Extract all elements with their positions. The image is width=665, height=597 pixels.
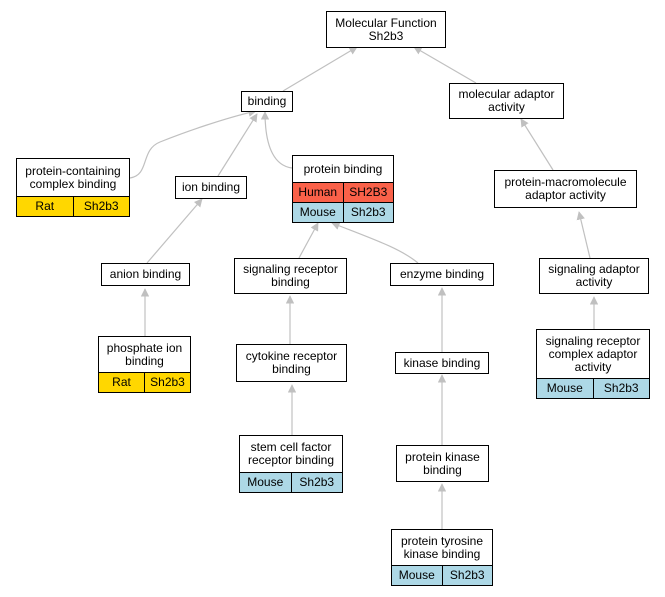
node-label: protein kinase binding	[405, 449, 480, 477]
edge-binding-to-mf	[282, 46, 358, 92]
node-kinase-binding[interactable]: kinase binding	[395, 352, 489, 374]
node-label: kinase binding	[403, 355, 481, 370]
gene-cell: Sh2b3	[441, 566, 492, 585]
node-signaling-receptor-complex-adaptor-activity[interactable]: signaling receptor complex adaptor activ…	[536, 329, 650, 399]
node-label: binding	[247, 94, 287, 108]
edge-pmad-to-mad	[520, 118, 554, 171]
node-label: Molecular Function Sh2b3	[335, 15, 437, 43]
edge-pcb-to-binding	[129, 108, 257, 179]
node-label: protein binding	[303, 161, 383, 176]
species-cell: Rat	[17, 197, 73, 216]
node-anion-binding[interactable]: anion binding	[101, 263, 190, 286]
gene-cell: Sh2b3	[72, 197, 129, 216]
node-stem-cell-factor-receptor-binding[interactable]: stem cell factor receptor binding Mouse …	[239, 435, 343, 493]
node-protein-binding[interactable]: protein binding Human SH2B3 Mouse Sh2b3	[292, 155, 394, 223]
gene-cell: Sh2b3	[342, 203, 393, 222]
node-cytokine-receptor-binding[interactable]: cytokine receptor binding	[236, 344, 347, 382]
annotation-row: Rat Sh2b3	[99, 372, 190, 392]
annotation-row: Rat Sh2b3	[17, 196, 129, 216]
node-ion-binding[interactable]: ion binding	[175, 176, 247, 199]
edge-mad-to-mf	[413, 46, 477, 84]
node-label: ion binding	[181, 180, 241, 194]
gene-cell: Sh2b3	[144, 373, 190, 392]
node-molecular-adaptor-activity[interactable]: molecular adaptor activity	[449, 83, 564, 119]
node-protein-macromolecule-adaptor-activity[interactable]: protein-macromolecule adaptor activity	[494, 170, 637, 208]
edge-sad-to-pmad	[576, 211, 591, 259]
node-label: anion binding	[109, 267, 182, 281]
gene-cell: SH2B3	[342, 183, 393, 202]
node-label: protein-macromolecule adaptor activity	[504, 175, 627, 202]
node-label: signaling receptor complex adaptor activ…	[545, 333, 641, 374]
species-cell: Mouse	[240, 473, 291, 492]
edge-anion-to-ion	[146, 198, 203, 264]
node-label: protein-containing complex binding	[25, 163, 121, 191]
species-cell: Rat	[99, 373, 144, 392]
species-cell: Human	[293, 183, 343, 202]
node-signaling-adaptor-activity[interactable]: signaling adaptor activity	[539, 258, 649, 294]
node-label: phosphate ion binding	[106, 340, 183, 368]
gene-cell: Sh2b3	[290, 473, 342, 492]
node-label: enzyme binding	[399, 267, 485, 281]
node-protein-kinase-binding[interactable]: protein kinase binding	[396, 445, 489, 482]
species-cell: Mouse	[537, 379, 593, 398]
node-label: protein tyrosine kinase binding	[400, 533, 484, 561]
edge-pb-to-binding	[260, 111, 293, 169]
edge-srb-to-pb	[298, 222, 319, 259]
annotation-row: Mouse Sh2b3	[392, 565, 492, 585]
annotation-row: Mouse Sh2b3	[293, 202, 393, 222]
node-label: stem cell factor receptor binding	[247, 440, 335, 467]
gene-cell: Sh2b3	[592, 379, 649, 398]
node-label: signaling receptor binding	[243, 262, 338, 289]
annotation-row: Mouse Sh2b3	[537, 378, 649, 398]
node-signaling-receptor-binding[interactable]: signaling receptor binding	[234, 258, 347, 294]
edge-ion-to-binding	[217, 113, 258, 177]
annotation-row: Mouse Sh2b3	[240, 472, 342, 492]
node-label: signaling adaptor activity	[548, 262, 640, 289]
node-binding[interactable]: binding	[241, 91, 293, 112]
species-cell: Mouse	[293, 203, 343, 222]
annotation-row: Human SH2B3	[293, 182, 393, 202]
node-molecular-function[interactable]: Molecular Function Sh2b3	[326, 11, 446, 48]
node-protein-containing-complex-binding[interactable]: protein-containing complex binding Rat S…	[16, 158, 130, 217]
node-phosphate-ion-binding[interactable]: phosphate ion binding Rat Sh2b3	[98, 336, 191, 393]
species-cell: Mouse	[392, 566, 442, 585]
node-label: cytokine receptor binding	[245, 349, 338, 376]
edge-enz-to-pb	[331, 221, 419, 264]
node-enzyme-binding[interactable]: enzyme binding	[390, 263, 494, 286]
node-protein-tyrosine-kinase-binding[interactable]: protein tyrosine kinase binding Mouse Sh…	[391, 529, 493, 586]
node-label: molecular adaptor activity	[458, 87, 555, 114]
